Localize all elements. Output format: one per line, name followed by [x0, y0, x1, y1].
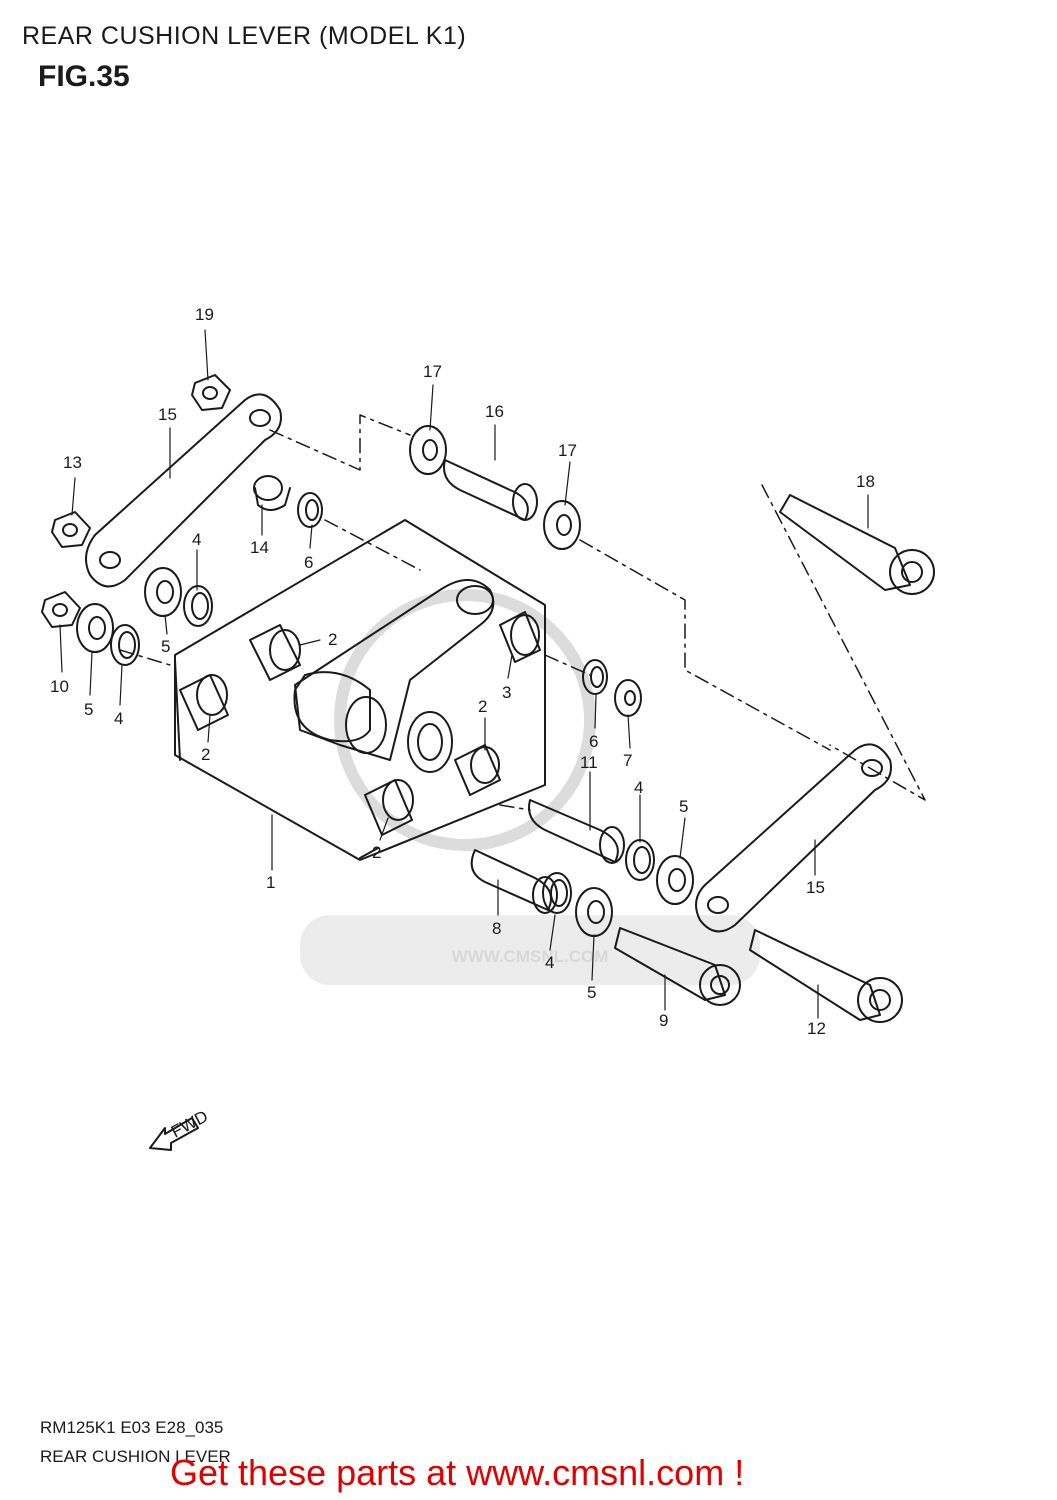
- callout-15: 15: [158, 405, 177, 424]
- washer-5-upper: [144, 567, 182, 617]
- callout-9: 9: [659, 1011, 668, 1030]
- promo-link[interactable]: Get these parts at www.cmsnl.com !: [170, 1452, 745, 1493]
- seal-6-upper: [297, 492, 323, 528]
- spacer-11: [528, 799, 625, 864]
- figure-number: FIG.35: [38, 60, 130, 93]
- callout-4: 4: [114, 709, 123, 728]
- cushion-rod-15-right: [695, 743, 892, 933]
- seal-6-right: [582, 659, 608, 695]
- needle-bearing-2a: [249, 624, 301, 681]
- seal-4-right: [625, 839, 655, 881]
- callout-2: 2: [328, 630, 337, 649]
- callout-17: 17: [423, 362, 442, 381]
- callout-17: 17: [558, 441, 577, 460]
- callout-4: 4: [192, 530, 201, 549]
- needle-bearing-3: [499, 611, 541, 663]
- callout-6: 6: [304, 553, 313, 572]
- washer-5-right: [656, 855, 694, 905]
- nut-10: [41, 591, 81, 628]
- fwd-label: FWD: [168, 1107, 211, 1142]
- leader-lines: [59, 329, 869, 1019]
- seal-4-left: [110, 624, 140, 666]
- callout-4: 4: [634, 778, 643, 797]
- callout-14: 14: [250, 538, 269, 557]
- bolt-9: [614, 927, 741, 1006]
- washer-5-left: [76, 603, 114, 653]
- callout-2: 2: [478, 697, 487, 716]
- diagram-name: REAR CUSHION LEVER: [40, 1447, 231, 1466]
- callout-10: 10: [50, 677, 69, 696]
- callout-5: 5: [84, 700, 93, 719]
- needle-bearing-2c: [454, 744, 501, 796]
- spacer-8: [470, 849, 558, 914]
- callout-12: 12: [807, 1019, 826, 1038]
- spacer-16: [443, 459, 538, 521]
- needle-bearing-2d: [364, 779, 414, 836]
- callout-2: 2: [372, 843, 381, 862]
- spacer-14: [253, 475, 291, 511]
- page-title: REAR CUSHION LEVER (MODEL K1): [22, 22, 467, 50]
- diagram-code: RM125K1 E03 E28_035: [40, 1418, 224, 1437]
- callout-18: 18: [856, 472, 875, 491]
- callout-8: 8: [492, 919, 501, 938]
- callout-5: 5: [679, 797, 688, 816]
- cushion-lever-assembly-outline: [174, 519, 546, 861]
- needle-bearing-2b: [179, 674, 229, 731]
- callout-7: 7: [623, 751, 632, 770]
- callout-11: 11: [580, 753, 598, 772]
- nut-13: [51, 511, 91, 548]
- callout-5: 5: [587, 983, 596, 1002]
- callout-16: 16: [485, 402, 504, 421]
- callout-1: 1: [266, 873, 275, 892]
- bolt-18: [779, 494, 935, 595]
- nut-19: [191, 374, 231, 411]
- washer-7: [614, 679, 642, 717]
- callout-labels: 19 17 16 17 18 15 13 14 6 4 5 2 10 5 4 2…: [50, 305, 875, 1038]
- callout-3: 3: [502, 683, 511, 702]
- callout-4: 4: [545, 953, 554, 972]
- callout-19: 19: [195, 305, 214, 324]
- fwd-arrow-icon: [149, 1117, 199, 1151]
- callout-13: 13: [63, 453, 82, 472]
- cushion-rod-15-left: [85, 393, 282, 588]
- watermark-text: WWW.CMSNL.COM: [452, 947, 609, 966]
- washer-17-upper: [409, 425, 447, 475]
- callout-2: 2: [201, 745, 210, 764]
- washer-17-right: [543, 500, 581, 550]
- callout-15: 15: [806, 878, 825, 897]
- watermark: WWW.CMSNL.COM: [300, 589, 760, 985]
- assembly-lines: [119, 414, 926, 811]
- bolt-12: [749, 929, 903, 1023]
- seal-4-lower: [542, 872, 572, 914]
- seal-4-upper: [183, 585, 213, 627]
- callout-5: 5: [161, 637, 170, 656]
- callout-6: 6: [589, 732, 598, 751]
